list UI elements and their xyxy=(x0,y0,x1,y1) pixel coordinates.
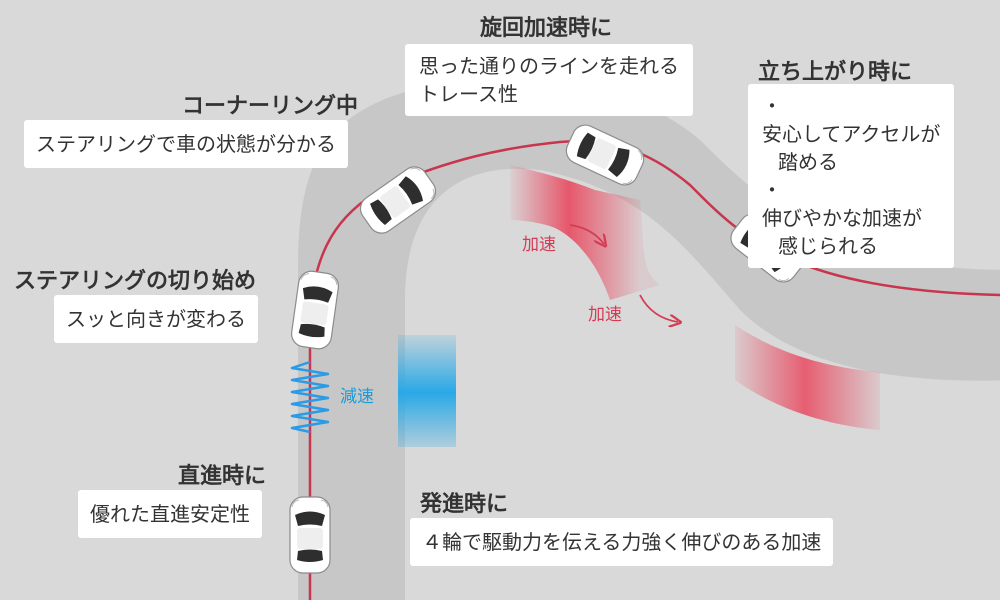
heading-cornering: コーナーリング中 xyxy=(182,94,359,119)
caption-straight: 優れた直進安定性 xyxy=(78,490,262,538)
heading-launch: 発進時に xyxy=(420,492,509,517)
bullet-text: 安心してアクセルが xyxy=(762,122,941,146)
heading-turn-accel: 旋回加速時に xyxy=(480,16,613,41)
heading-exit: 立ち上がり時に xyxy=(758,60,913,85)
spring-icon xyxy=(290,360,330,434)
bullet-text-cont: 感じられる xyxy=(778,234,878,258)
heading-straight: 直進時に xyxy=(178,464,267,489)
caption-launch: ４輪で駆動力を伝える力強く伸びのある加速 xyxy=(410,518,834,566)
accel-band-upper xyxy=(510,165,660,300)
decel-label: 減速 xyxy=(340,387,374,407)
accel-band-lower xyxy=(735,325,880,430)
road xyxy=(298,77,1000,600)
accel-label: 加速 xyxy=(522,235,556,255)
bullet-mark: ・ xyxy=(762,94,782,118)
caption-steer-start: スッと向きが変わる xyxy=(54,295,258,343)
bullet-mark: ・ xyxy=(762,178,782,202)
bullet-item: ・安心してアクセルが xyxy=(762,92,940,148)
arrow-icon xyxy=(569,224,604,244)
caption-turn-accel: 思った通りのラインを走れる トレース性 xyxy=(405,44,693,116)
caption-line: トレース性 xyxy=(419,82,518,106)
bullet-text: 伸びやかな加速が xyxy=(762,206,922,230)
car-icon xyxy=(289,496,331,574)
bullet-text-cont: 踏める xyxy=(778,150,838,174)
accel-label: 加速 xyxy=(588,305,622,325)
arrow-icon xyxy=(639,294,678,322)
caption-line: 思った通りのラインを走れる xyxy=(419,54,679,78)
caption-exit: ・安心してアクセルが 踏める ・伸びやかな加速が 感じられる xyxy=(748,84,955,268)
decel-band xyxy=(398,335,456,447)
bullet-item: ・伸びやかな加速が xyxy=(762,176,940,232)
heading-steer-start: ステアリングの切り始め xyxy=(14,269,257,294)
caption-cornering: ステアリングで車の状態が分かる xyxy=(24,120,348,168)
